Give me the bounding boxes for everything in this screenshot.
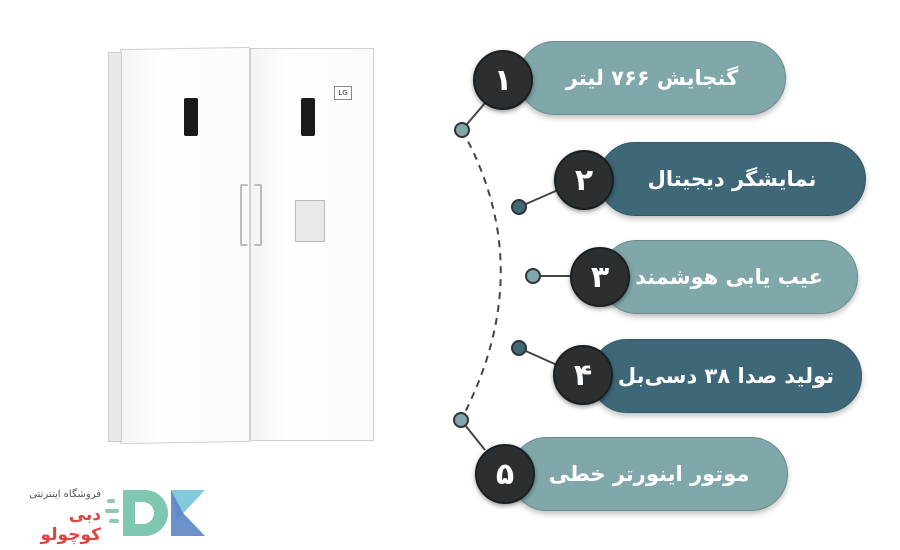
feature-pill-4: تولید صدا ۳۸ دسی‌بل — [590, 339, 862, 413]
connector-dot — [525, 268, 541, 284]
feature-number-4: ۴ — [553, 345, 613, 405]
dk-logo-mark — [105, 490, 205, 536]
feature-label: نمایشگر دیجیتال — [647, 167, 817, 191]
feature-pill-2: نمایشگر دیجیتال — [598, 142, 866, 216]
feature-pill-1: گنجایش ۷۶۶ لیتر — [518, 41, 786, 115]
connector-dot — [453, 412, 469, 428]
feature-number-3: ۳ — [570, 247, 630, 307]
lg-badge: LG — [334, 86, 352, 100]
feature-label: گنجایش ۷۶۶ لیتر — [565, 66, 739, 90]
feature-number-2: ۲ — [554, 150, 614, 210]
feature-number-5: ۵ — [475, 444, 535, 504]
feature-label: تولید صدا ۳۸ دسی‌بل — [617, 364, 835, 388]
store-logo: فروشگاه اینترنتی دبی کوچولو — [8, 485, 213, 545]
right-display-panel — [301, 98, 315, 136]
connector-dot — [511, 340, 527, 356]
feature-pill-5: موتور اینورتر خطی — [510, 437, 788, 511]
right-handle — [254, 184, 262, 246]
feature-number-1: ۱ — [473, 50, 533, 110]
left-display-panel — [184, 98, 198, 136]
connector-dot — [454, 122, 470, 138]
feature-label: عیب یابی هوشمند — [635, 265, 823, 289]
connector-dot — [511, 199, 527, 215]
feature-label: موتور اینورتر خطی — [548, 462, 750, 486]
logo-line1: فروشگاه اینترنتی — [29, 489, 101, 500]
water-dispenser — [295, 200, 325, 242]
logo-line2: دبی کوچولو — [40, 505, 102, 545]
feature-pill-3: عیب یابی هوشمند — [600, 240, 858, 314]
refrigerator-image: LG — [108, 46, 374, 448]
left-handle — [240, 184, 248, 246]
